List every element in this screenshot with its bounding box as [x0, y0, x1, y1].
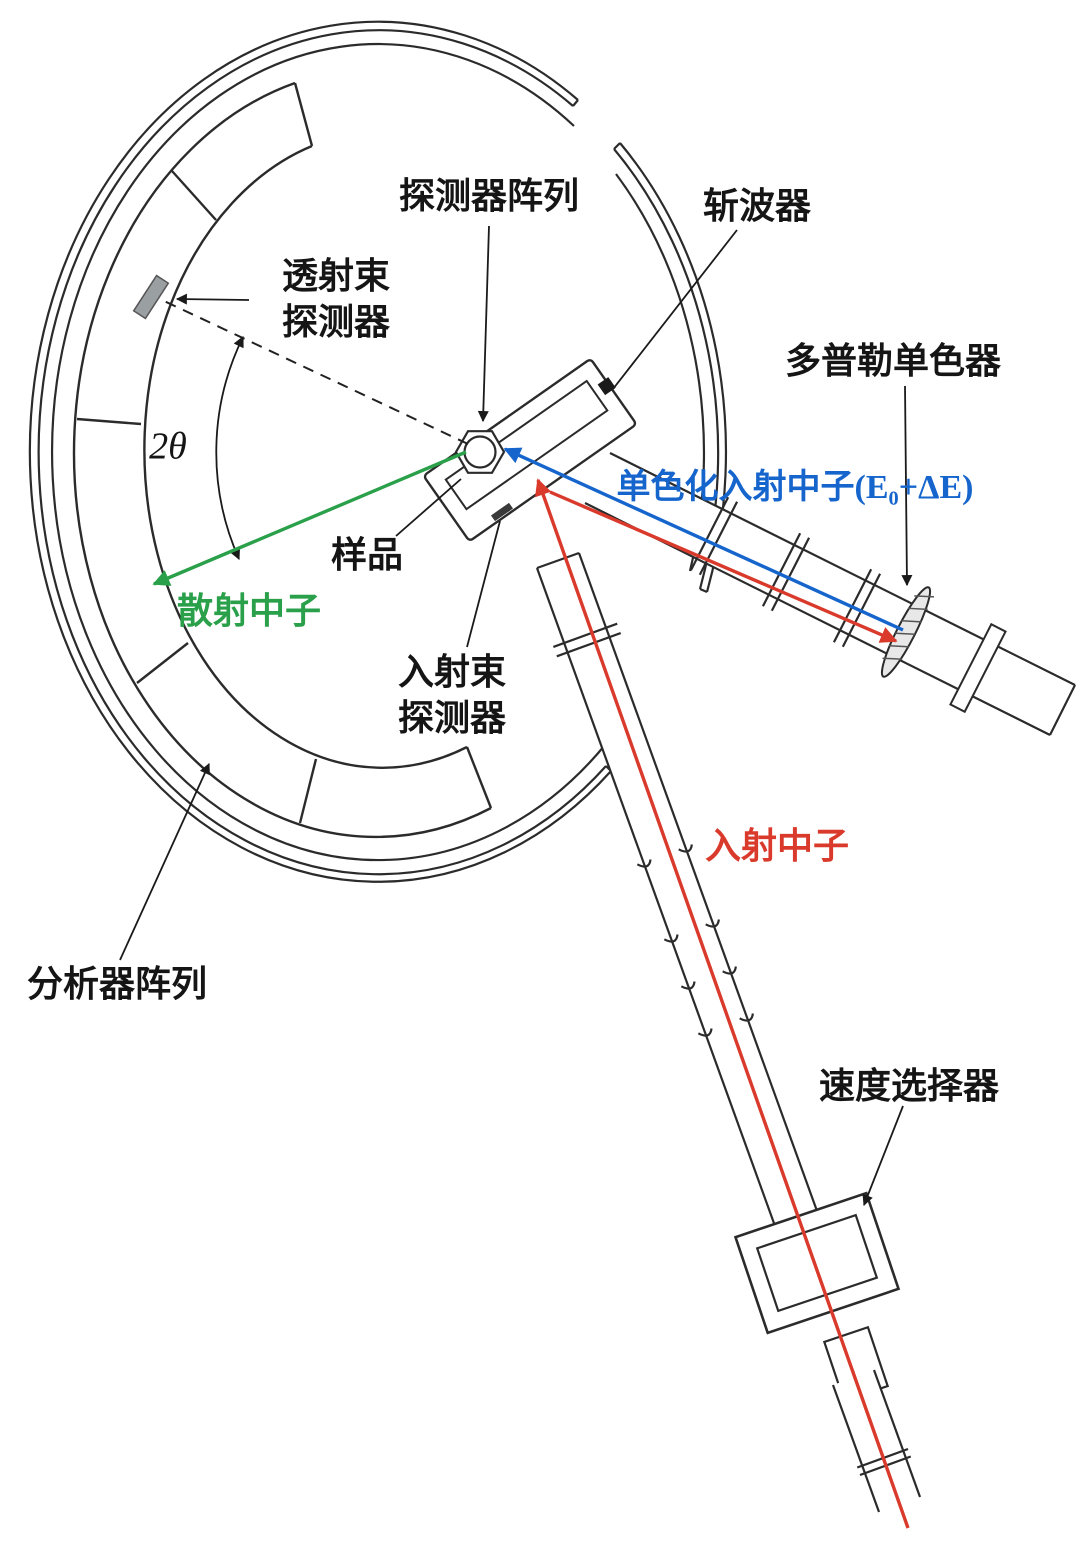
tube-break-mark — [680, 966, 737, 990]
doppler-monochromator-label: 多普勒单色器 — [784, 340, 1002, 381]
analyzer-segment-divider — [293, 82, 314, 147]
tube-body — [585, 453, 1075, 735]
tube-break-mark — [663, 919, 720, 943]
incident-beam-detector-label: 入射束 探测器 — [398, 649, 506, 741]
tube-wall — [831, 1384, 881, 1513]
tube-wall — [535, 567, 777, 1227]
tube-wall — [577, 552, 819, 1212]
tube-body — [537, 553, 817, 1226]
incident-neutrons-label: 入射中子 — [704, 825, 850, 866]
doppler-leader — [901, 385, 913, 587]
velocity-selector-leader — [862, 1105, 904, 1207]
scattered-neutrons-label: 散射中子 — [176, 590, 322, 631]
incident-detector-leader — [466, 520, 501, 648]
analyzer-segment-divider — [465, 746, 493, 809]
analyzer-segment-divider — [76, 417, 142, 426]
tube-cap — [536, 551, 580, 570]
analyzer-array — [72, 81, 493, 839]
velocity-selector-label: 速度选择器 — [818, 1065, 1000, 1106]
housing-inner-wall-arc — [50, 43, 606, 862]
tube-break-mark — [697, 1013, 754, 1037]
analyzer-segment-divider — [171, 170, 217, 221]
housing-outer-arc-inner-line — [37, 29, 607, 876]
monochromator-tube — [584, 452, 1076, 736]
incident-neutron-beam — [535, 478, 910, 1529]
tube-flange — [552, 622, 622, 658]
chopper-leader — [612, 229, 738, 390]
transmitted-beam-detector — [132, 274, 170, 320]
detector-array-leader — [477, 225, 490, 423]
tube-flange — [689, 496, 739, 576]
doppler-drive — [949, 622, 1007, 714]
transmitted-beam-detector-label: 透射束 探测器 — [282, 253, 390, 345]
chopper-housing — [423, 359, 637, 541]
leader-lines — [119, 225, 913, 1207]
tube-flange — [761, 532, 811, 612]
analyzer-housing — [28, 20, 728, 883]
housing-cap — [572, 99, 579, 107]
chopper-axis-dot — [597, 377, 616, 396]
housing-cap — [613, 142, 621, 150]
analyzer-array-leader — [119, 762, 210, 961]
analyzer-segment-divider — [136, 642, 189, 684]
crystal-hatching — [882, 595, 935, 661]
tube-break-mark — [636, 844, 693, 868]
sample-label: 样品 — [330, 534, 404, 575]
monochromatized-beam — [503, 447, 904, 632]
chopper-slot — [444, 379, 609, 511]
housing-outer-arc — [28, 20, 612, 883]
transmitted-detector-leader — [175, 293, 250, 305]
analyzer-array-label: 分析器阵列 — [26, 963, 208, 1004]
chopper-label: 斩波器 — [702, 185, 812, 226]
chopper — [423, 359, 637, 541]
two-theta-angle-arc — [215, 336, 244, 561]
incident-beam-detector-label-line2: 探测器 — [397, 698, 507, 738]
scattered-neutron-beam — [152, 450, 467, 586]
two-theta-label: 2θ — [149, 425, 187, 468]
analyzer-inner-edge — [143, 144, 468, 769]
velocity-selector — [733, 1191, 901, 1335]
housing-cap — [699, 587, 708, 594]
sample-assembly — [454, 430, 514, 522]
analyzer-outer-edge — [72, 81, 492, 839]
velocity-selector-tube — [535, 551, 922, 1513]
transmitted-beam-detector-label-line1: 透射束 — [281, 255, 391, 296]
transmitted-beam-detector-label-line2: 探测器 — [281, 302, 391, 342]
detector-array-label: 探测器阵列 — [398, 175, 580, 216]
incident-beam-detector-label-line1: 入射束 — [397, 651, 507, 692]
monochromatized-neutrons-label: 单色化入射中子(E₀+ΔE) — [616, 469, 974, 507]
tube-wall — [872, 1369, 922, 1498]
sample-leader — [395, 478, 462, 537]
analyzer-segment-divider — [298, 758, 318, 824]
beam-to-monochromator — [549, 490, 898, 643]
incident-beam-detector — [490, 502, 514, 522]
tube-end-cap — [1049, 684, 1076, 736]
